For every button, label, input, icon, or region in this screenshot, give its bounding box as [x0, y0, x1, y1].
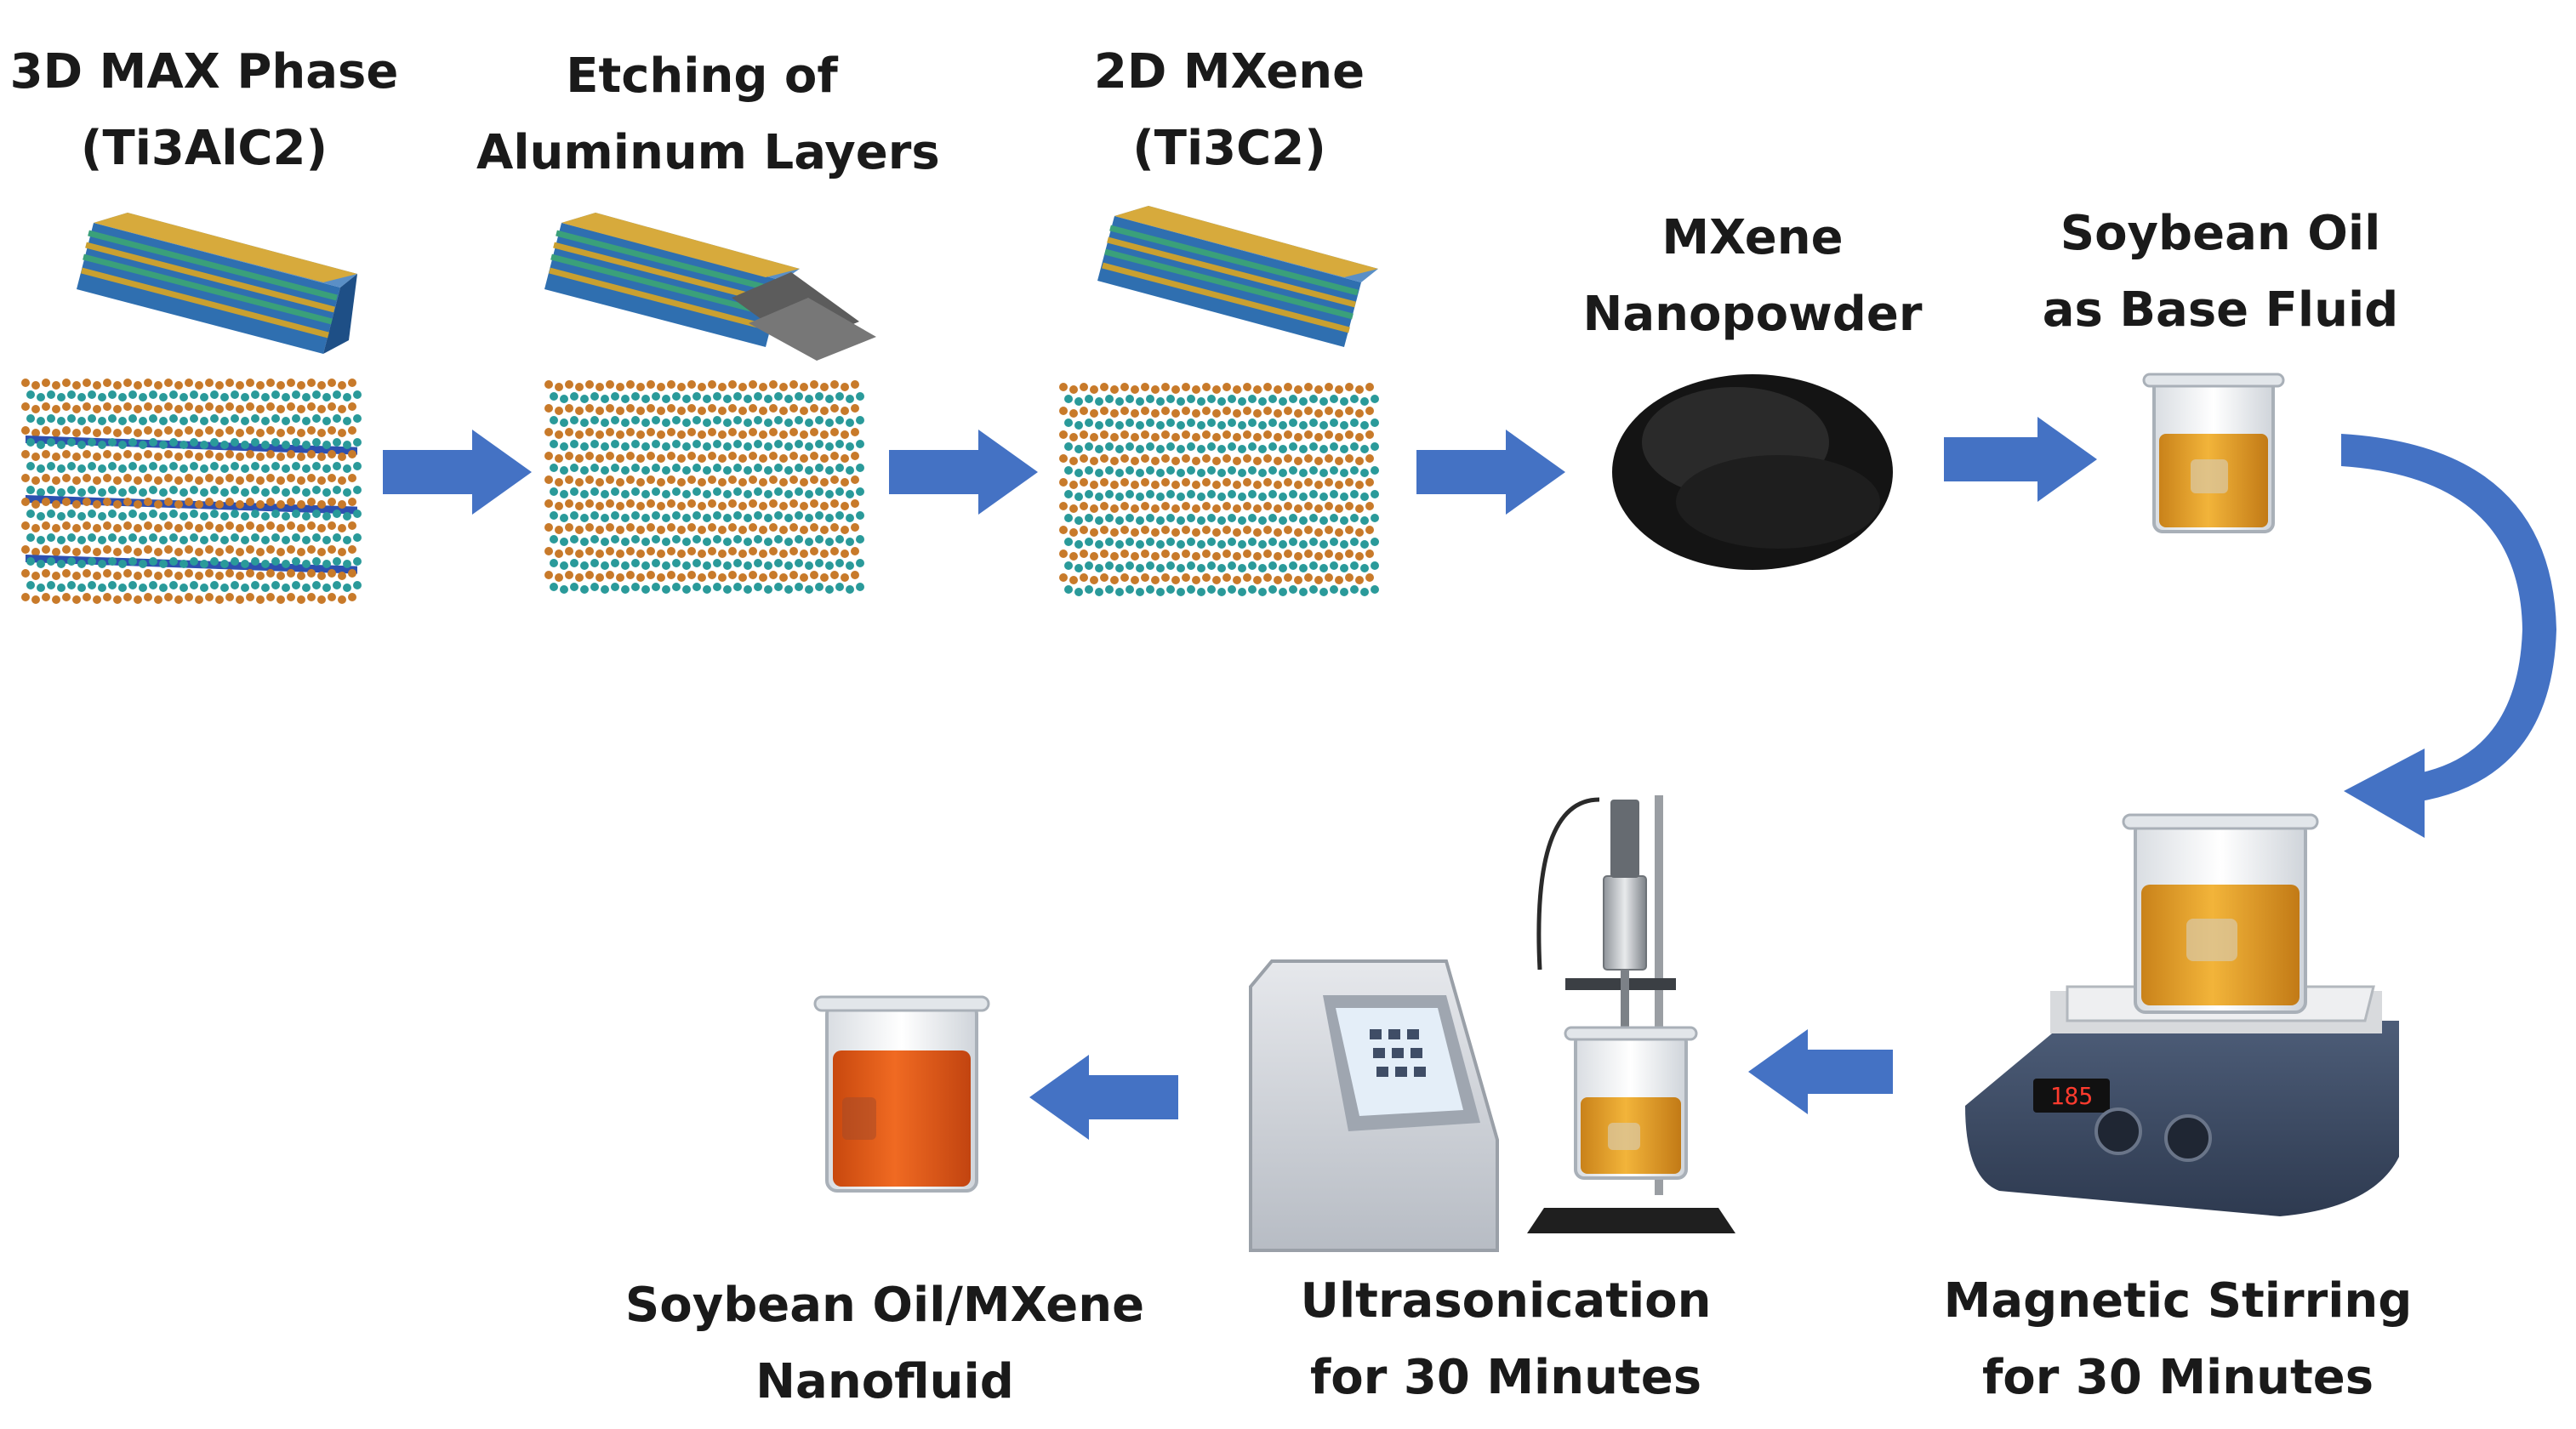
arrow-stirring-to-ultrasonication — [1748, 1029, 1893, 1114]
label-stirring-line1: Magnetic Stirring — [1943, 1273, 2413, 1329]
label-mxene-2d-line2: (Ti3C2) — [1132, 121, 1326, 176]
crystal-lattices — [21, 379, 1379, 604]
nanofluid-beaker-icon — [813, 995, 990, 1193]
label-base-fluid: Soybean Oil as Base Fluid — [2016, 196, 2425, 349]
arrow-mxene-to-powder — [1416, 430, 1565, 515]
label-nanofluid-line2: Nanofluid — [755, 1354, 1014, 1409]
label-stirring-line2: for 30 Minutes — [1981, 1350, 2374, 1405]
label-mxene-2d-line1: 2D MXene — [1093, 44, 1365, 100]
label-max-phase-line1: 3D MAX Phase — [9, 44, 399, 100]
label-nanopowder-line1: MXene — [1661, 210, 1844, 265]
arrow-etching-to-mxene — [889, 430, 1038, 515]
max-phase-slab-icon — [77, 213, 357, 354]
curved-arrow-icon — [2341, 434, 2556, 838]
lattice-mxene — [1059, 383, 1379, 596]
arrow-ultrasonication-to-nanofluid — [1029, 1055, 1178, 1140]
label-etching-line2: Aluminum Layers — [476, 125, 940, 180]
label-max-phase: 3D MAX Phase (Ti3AlC2) — [0, 34, 408, 187]
label-mxene-2d: 2D MXene (Ti3C2) — [1038, 34, 1421, 187]
lattice-etched — [544, 380, 864, 594]
ultrasonicator-icon — [1249, 795, 1735, 1252]
lattice-max-phase — [21, 379, 362, 604]
arrow-max-to-etching — [383, 430, 532, 515]
magnetic-stirrer-icon: 185 — [1965, 813, 2399, 1216]
flow-arrows — [383, 417, 2097, 1140]
label-nanofluid-line1: Soybean Oil/MXene — [624, 1278, 1145, 1333]
mxene-slab-icon — [1097, 206, 1378, 347]
label-max-phase-line2: (Ti3AlC2) — [80, 121, 328, 176]
etching-slab-icon — [544, 213, 876, 361]
oil-beaker-icon — [2142, 373, 2285, 533]
stirrer-display-readout: 185 — [2050, 1082, 2094, 1110]
label-ultrasonication-line2: for 30 Minutes — [1309, 1350, 1702, 1405]
label-ultrasonication: Ultrasonication for 30 Minutes — [1276, 1263, 1735, 1416]
label-base-fluid-line1: Soybean Oil — [2060, 206, 2381, 261]
label-nanopowder: MXene Nanopowder — [1557, 200, 1948, 353]
label-etching-line1: Etching of — [566, 48, 838, 104]
label-nanopowder-line2: Nanopowder — [1582, 287, 1923, 342]
label-base-fluid-line2: as Base Fluid — [2042, 282, 2399, 338]
mxene-powder-icon — [1612, 374, 1893, 570]
label-stirring: Magnetic Stirring for 30 Minutes — [1931, 1263, 2425, 1416]
label-nanofluid: Soybean Oil/MXene Nanofluid — [613, 1267, 1157, 1420]
label-ultrasonication-line1: Ultrasonication — [1300, 1273, 1712, 1329]
arrow-powder-to-oil — [1944, 417, 2097, 502]
label-etching: Etching of Aluminum Layers — [476, 38, 940, 191]
